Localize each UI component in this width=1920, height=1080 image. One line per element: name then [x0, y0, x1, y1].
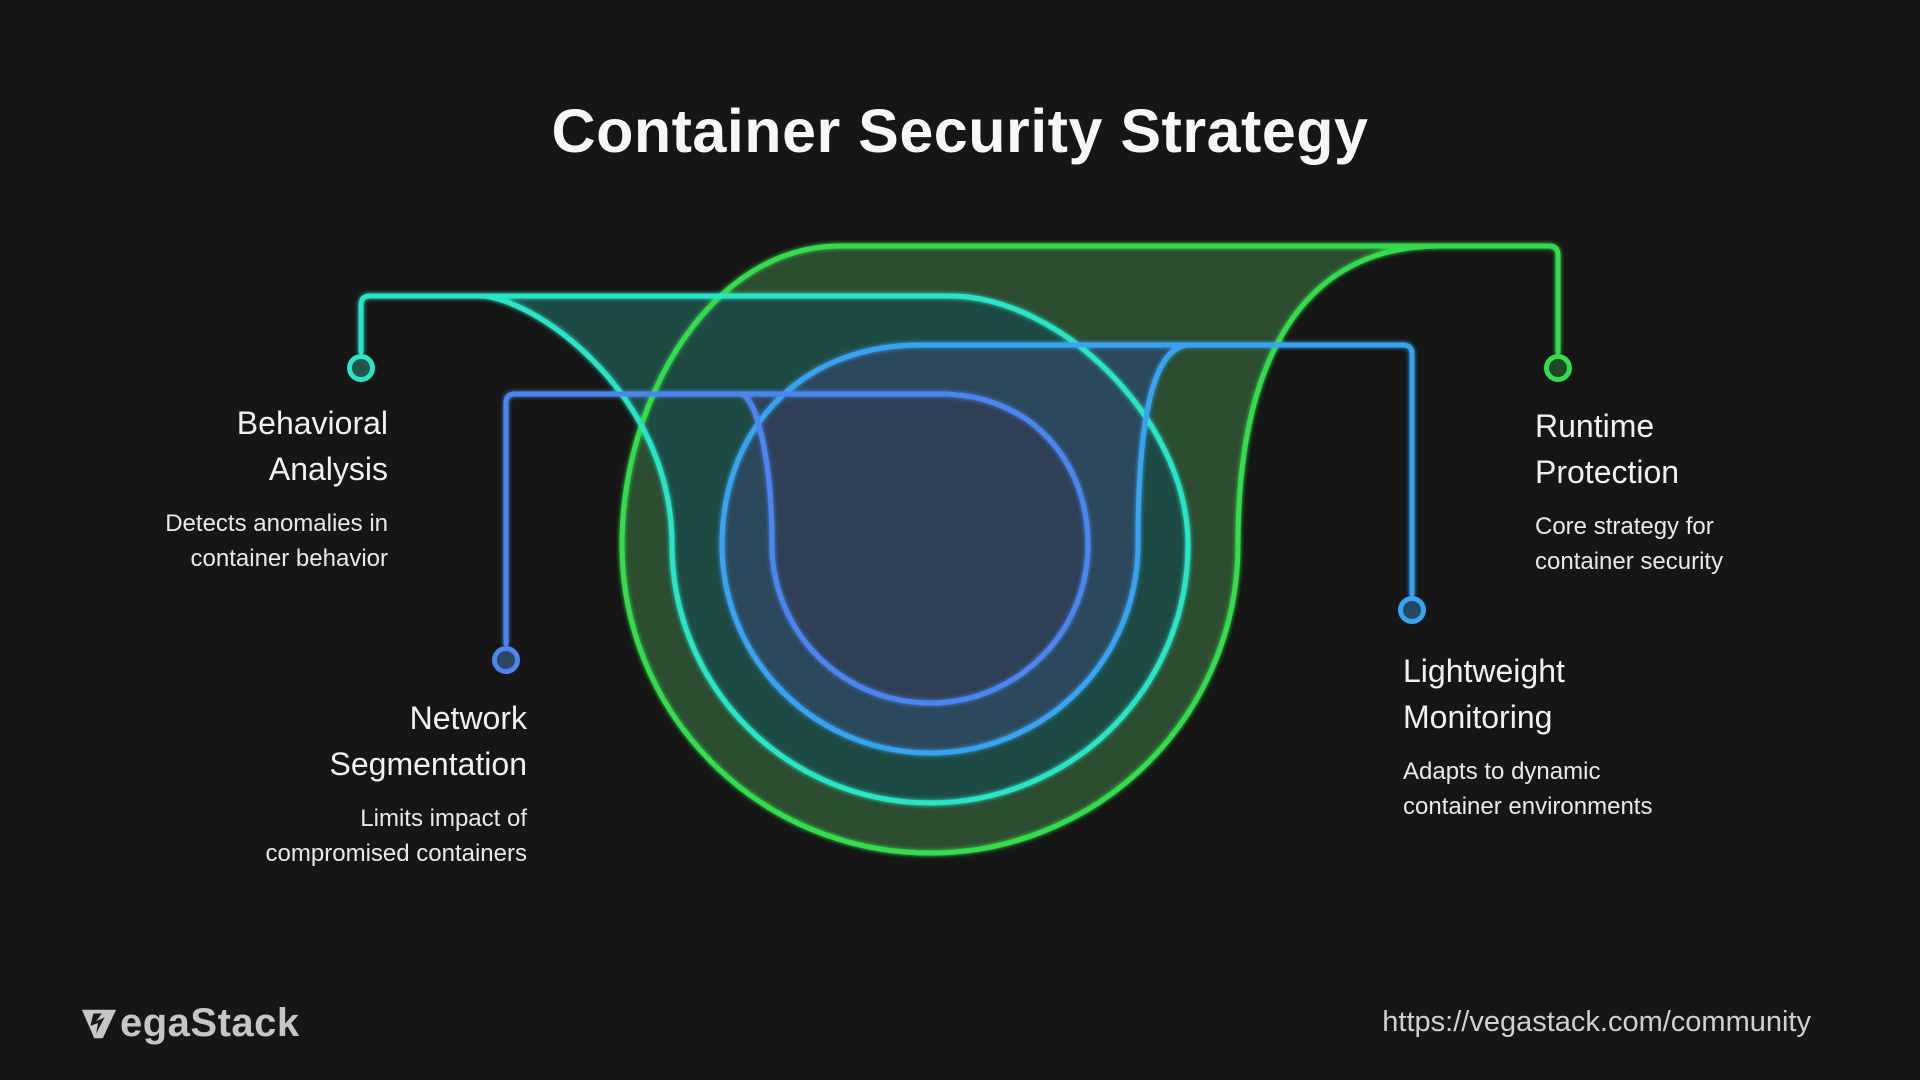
callout-runtime-protection: Runtime Protection Core strategy for con… [1535, 403, 1920, 579]
callout-network-segmentation: Network Segmentation Limits impact of co… [107, 695, 527, 871]
callout-description: Detects anomalies in container behavior [0, 506, 388, 576]
callout-desc-line: Adapts to dynamic [1403, 758, 1601, 785]
vegastack-bolt-v-icon [81, 1009, 117, 1039]
runtime-marker-dot [1544, 354, 1572, 382]
callout-desc-line: Limits impact of [360, 805, 527, 832]
callout-title: Network Segmentation [107, 695, 527, 787]
callout-description: Core strategy for container security [1535, 509, 1920, 579]
page-title: Container Security Strategy [551, 97, 1369, 165]
community-url-link[interactable]: https://vegastack.com/community [1382, 1006, 1811, 1038]
network-connector-line [503, 391, 743, 647]
lightweight-drop-outline [719, 342, 1193, 756]
callout-title: Lightweight Monitoring [1403, 648, 1823, 740]
vegastack-logo: egaStack [80, 1000, 300, 1046]
callout-desc-line: container security [1535, 548, 1724, 575]
callout-title-line: Lightweight [1403, 653, 1565, 689]
brand-name-text: egaStack [120, 1000, 300, 1045]
lightweight-marker-dot [1398, 596, 1426, 624]
network-drop-outline [737, 391, 1091, 706]
callout-title: Runtime Protection [1535, 403, 1920, 495]
callout-desc-line: compromised containers [265, 840, 527, 867]
behavioral-connector-line [358, 293, 483, 355]
callout-desc-line: container environments [1403, 793, 1653, 820]
callout-desc-line: container behavior [190, 545, 388, 572]
callout-title-line: Analysis [268, 451, 388, 487]
runtime-connector-line [1437, 243, 1561, 355]
callout-title: Behavioral Analysis [0, 400, 388, 492]
callout-title-line: Segmentation [329, 746, 527, 782]
callout-desc-line: Core strategy for [1535, 513, 1714, 540]
callout-desc-line: Detects anomalies in [165, 510, 388, 537]
callout-title-line: Behavioral [236, 405, 388, 441]
callout-title-line: Runtime [1535, 408, 1655, 444]
callout-description: Adapts to dynamic container environments [1403, 754, 1823, 824]
callout-title-line: Protection [1535, 454, 1680, 490]
callout-title-line: Network [409, 700, 527, 736]
network-marker-dot [492, 646, 520, 674]
lightweight-connector-line [1187, 342, 1415, 597]
callout-behavioral-analysis: Behavioral Analysis Detects anomalies in… [0, 400, 388, 576]
connector-markers [347, 354, 1572, 674]
callout-lightweight-monitoring: Lightweight Monitoring Adapts to dynamic… [1403, 648, 1823, 824]
drop-outlines [358, 243, 1561, 856]
callout-description: Limits impact of compromised containers [107, 801, 527, 871]
runtime-drop-outline [619, 243, 1443, 856]
network-drop-fill [740, 394, 1088, 703]
drop-fills [480, 246, 1440, 853]
behavioral-drop-outline [477, 293, 1191, 806]
behavioral-marker-dot [347, 354, 375, 382]
callout-title-line: Monitoring [1403, 699, 1553, 735]
